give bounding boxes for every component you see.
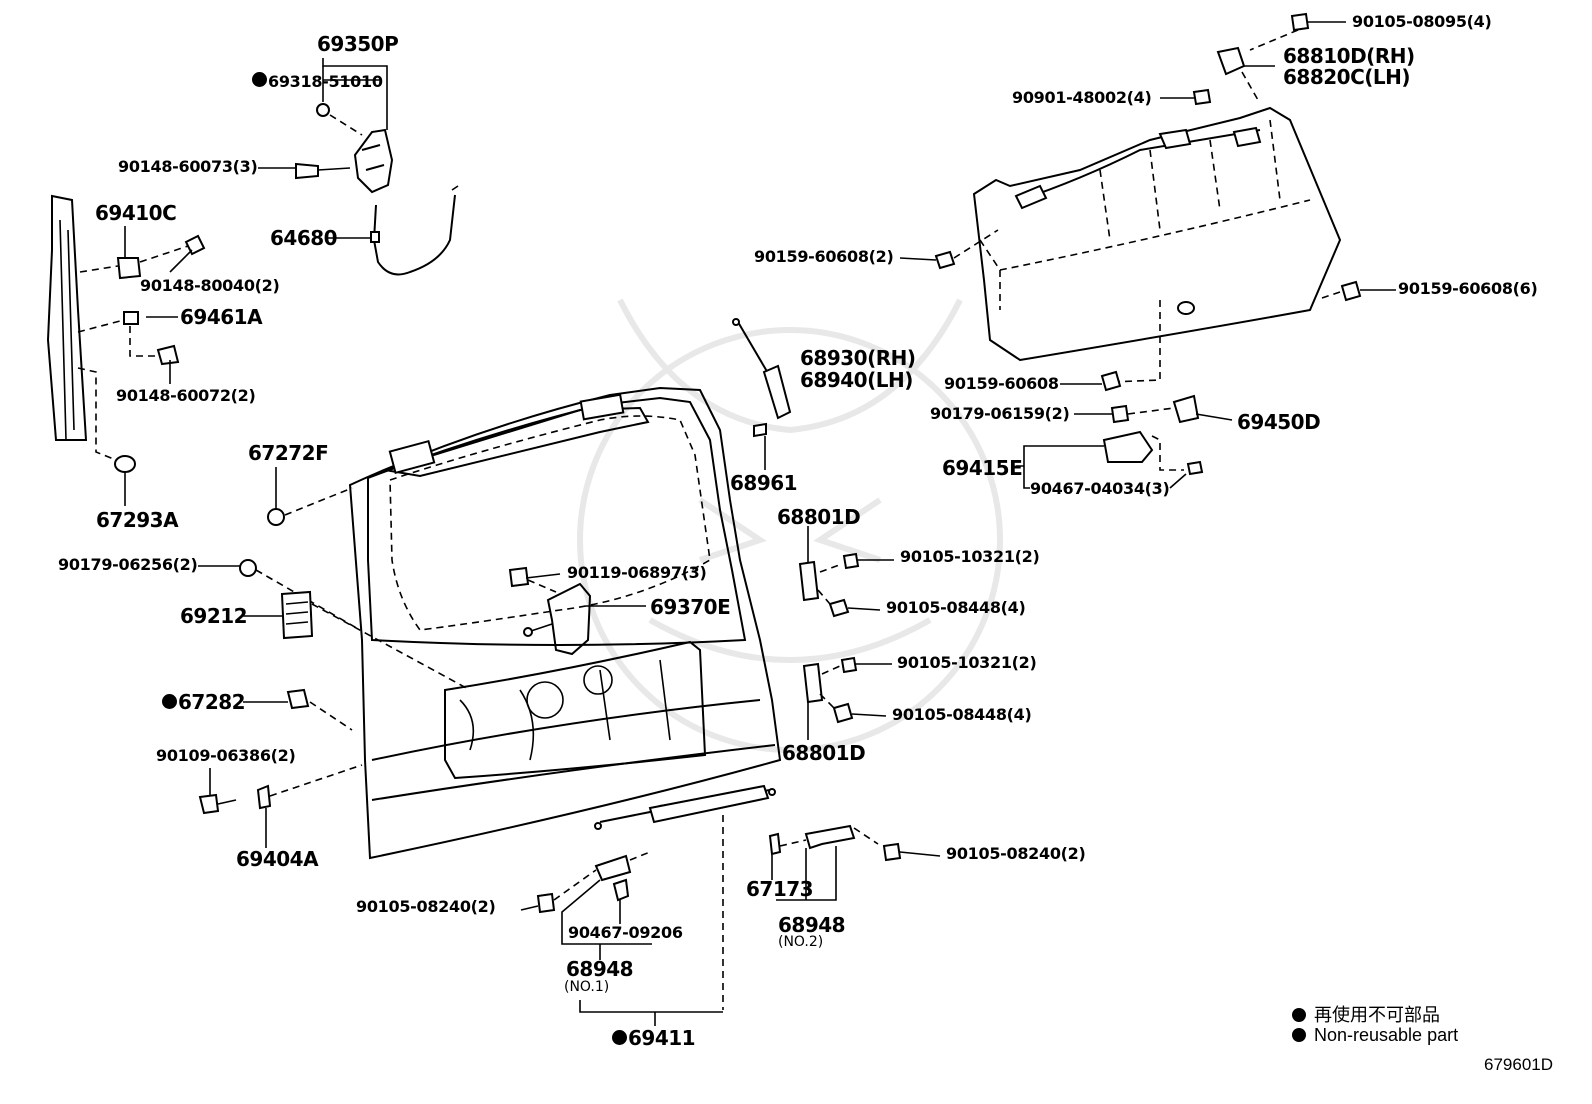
label-68801D-top: 68801D (777, 505, 861, 529)
label-68810D: 68810D(RH) (1283, 44, 1415, 68)
label-64680: 64680 (270, 226, 338, 250)
label-90105-08240-left: 90105-08240(2) (356, 897, 496, 916)
gas-strut-69411 (594, 784, 776, 1010)
legend-jp: 再使用不可部品 (1292, 1001, 1440, 1027)
label-90109-06386: 90109-06386(2) (156, 746, 296, 765)
label-69318-51010-text: 69318-51010 (268, 72, 383, 91)
watermark (577, 298, 1003, 753)
label-no2: (NO.2) (778, 934, 824, 950)
diagram-code: 679601D (1484, 1055, 1554, 1074)
label-90105-10321-b: 90105-10321(2) (897, 653, 1037, 672)
label-67293A: 67293A (96, 508, 179, 532)
left-trim (46, 194, 206, 473)
label-69318-51010: 69318-51010 (252, 72, 383, 90)
label-90159-60608-2: 90159-60608(2) (754, 247, 894, 266)
label-68948-no1: 68948 (566, 957, 634, 981)
label-69411-text: 69411 (628, 1026, 696, 1050)
label-69415E: 69415E (942, 456, 1023, 480)
label-90148-60072: 90148-60072(2) (116, 386, 256, 405)
label-67282: 67282 (162, 690, 246, 714)
legend-en: Non-reusable part (1292, 1025, 1458, 1046)
label-68820C: 68820C(LH) (1283, 65, 1411, 89)
label-90179-06159: 90179-06159(2) (930, 404, 1070, 423)
non-reusable-dot-icon (612, 1030, 627, 1045)
non-reusable-dot-icon (1292, 1028, 1306, 1042)
label-67272F: 67272F (248, 441, 329, 465)
legend-jp-text: 再使用不可部品 (1314, 1005, 1440, 1025)
hinges-68801D (798, 552, 860, 724)
label-69212: 69212 (180, 604, 248, 628)
label-90105-10321-a: 90105-10321(2) (900, 547, 1040, 566)
label-67282-text: 67282 (178, 690, 246, 714)
label-69370E: 69370E (650, 595, 731, 619)
spoiler-panel (934, 12, 1362, 392)
back-door-panel (348, 386, 782, 860)
left-small-parts (198, 487, 471, 815)
leader-lines (124, 21, 1396, 1026)
label-68961: 68961 (730, 471, 798, 495)
label-90148-80040: 90148-80040(2) (140, 276, 280, 295)
label-68801D-bottom: 68801D (782, 741, 866, 765)
label-90119-06897: 90119-06897(3) (567, 563, 707, 582)
label-90467-09206: 90467-09206 (568, 923, 683, 942)
legend-en-text: Non-reusable part (1314, 1025, 1459, 1045)
latch-assembly (508, 566, 592, 656)
label-90179-06256: 90179-06256(2) (58, 555, 198, 574)
label-69410C: 69410C (95, 201, 177, 225)
label-69404A: 69404A (236, 847, 319, 871)
label-68940: 68940(LH) (800, 368, 913, 392)
non-reusable-dot-icon (162, 694, 177, 709)
gas-strut-68930 (732, 318, 792, 438)
label-90467-04034: 90467-04034(3) (1030, 479, 1170, 498)
label-90159-60608-6: 90159-60608(6) (1398, 279, 1538, 298)
label-90105-08448-a: 90105-08448(4) (886, 598, 1026, 617)
label-90148-60073: 90148-60073(3) (118, 157, 258, 176)
label-90105-08240-right: 90105-08240(2) (946, 844, 1086, 863)
non-reusable-dot-icon (252, 72, 267, 87)
brackets-68948 (536, 824, 902, 914)
label-90159-60608: 90159-60608 (944, 374, 1059, 393)
right-small-parts (1102, 394, 1204, 476)
label-no1: (NO.1) (564, 979, 610, 995)
lock-assembly (295, 103, 459, 276)
label-68930: 68930(RH) (800, 346, 916, 370)
label-90105-08448-b: 90105-08448(4) (892, 705, 1032, 724)
label-69461A: 69461A (180, 305, 263, 329)
label-69411: 69411 (612, 1026, 696, 1050)
label-67173: 67173 (746, 877, 814, 901)
label-90901-48002: 90901-48002(4) (1012, 88, 1152, 107)
label-69450D: 69450D (1237, 410, 1321, 434)
label-68948-no2: 68948 (778, 913, 846, 937)
label-69350P: 69350P (317, 32, 399, 56)
label-90105-08095: 90105-08095(4) (1352, 12, 1492, 31)
non-reusable-dot-icon (1292, 1008, 1306, 1022)
